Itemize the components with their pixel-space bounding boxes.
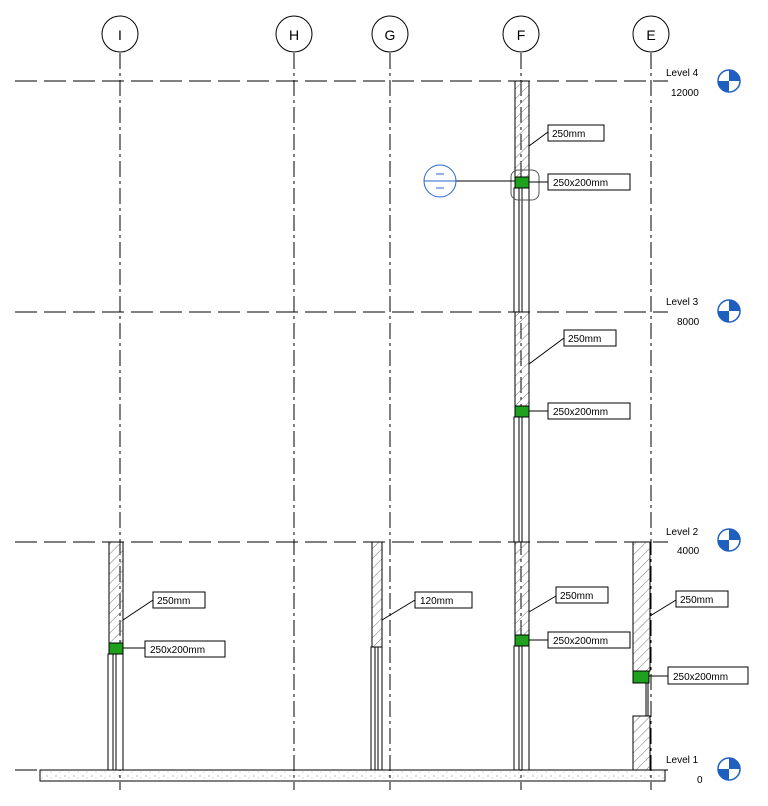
level-head-icon	[717, 69, 741, 93]
level-head-icon	[717, 528, 741, 552]
grid-bubble-f[interactable]: F	[502, 15, 540, 53]
svg-text:250x200mm: 250x200mm	[673, 672, 728, 683]
tag-f-l2-beam[interactable]: 250x200mm	[547, 631, 631, 649]
tag-e-beam[interactable]: 250x200mm	[667, 666, 749, 685]
level-4-head[interactable]: Level 4 12000	[666, 68, 741, 99]
grid-bubble-g[interactable]: G	[371, 15, 409, 53]
wall-f-level3-upper[interactable]	[514, 80, 530, 178]
wall-e-lower[interactable]	[632, 715, 651, 771]
beam-f-level3[interactable]	[514, 405, 530, 418]
svg-text:250mm: 250mm	[552, 129, 585, 140]
beam-f-level2[interactable]	[514, 634, 530, 647]
tag-i-wall[interactable]: 250mm	[152, 591, 206, 609]
tag-f-l4-beam[interactable]: 250x200mm	[547, 173, 631, 191]
grid-label-h: H	[289, 27, 299, 43]
level-3-elevation: 8000	[677, 317, 700, 328]
level-2-name: Level 2	[666, 527, 699, 538]
beam-i[interactable]	[108, 642, 124, 655]
tag-e-wall[interactable]: 250mm	[675, 590, 729, 608]
grid-bubble-h[interactable]: H	[275, 15, 313, 53]
section-mark-icon[interactable]	[423, 164, 457, 198]
tag-f-l3-beam[interactable]: 250x200mm	[547, 402, 631, 420]
tag-f-l2-wall[interactable]: 250mm	[555, 586, 609, 604]
level-4-elevation: 12000	[671, 88, 699, 99]
grid-bubble-e[interactable]: E	[632, 15, 670, 53]
tag-g-wall[interactable]: 120mm	[414, 591, 473, 609]
svg-text:250mm: 250mm	[568, 334, 601, 345]
selection-outline[interactable]	[510, 169, 540, 201]
wall-f-level1-upper[interactable]	[514, 541, 530, 636]
svg-text:250x200mm: 250x200mm	[553, 178, 608, 189]
tag-i-beam[interactable]: 250x200mm	[144, 640, 226, 658]
svg-text:250mm: 250mm	[157, 596, 190, 607]
level-1-elevation: 0	[697, 775, 703, 786]
level-3-head[interactable]: Level 3 8000	[666, 297, 741, 328]
svg-text:250x200mm: 250x200mm	[150, 645, 205, 656]
svg-text:250x200mm: 250x200mm	[553, 407, 608, 418]
tag-f-l3-wall[interactable]: 250mm	[563, 329, 617, 347]
wall-f-level2-upper[interactable]	[514, 311, 530, 407]
level-head-icon	[717, 299, 741, 323]
floor-slab[interactable]	[39, 769, 666, 782]
grid-bubble-i[interactable]: I	[101, 15, 139, 53]
level-1-head[interactable]: Level 1 0	[666, 755, 741, 786]
tag-f-l4-wall[interactable]: 250mm	[547, 124, 605, 142]
svg-text:250mm: 250mm	[680, 595, 713, 606]
wall-g[interactable]	[371, 541, 383, 648]
grid-label-i: I	[118, 27, 122, 43]
grid-label-e: E	[646, 27, 655, 43]
svg-text:120mm: 120mm	[420, 596, 453, 607]
svg-text:250x200mm: 250x200mm	[553, 636, 608, 647]
wall-i[interactable]	[108, 541, 124, 644]
svg-text:250mm: 250mm	[560, 591, 593, 602]
beam-e[interactable]	[632, 670, 650, 684]
level-2-elevation: 4000	[677, 546, 700, 557]
grid-label-g: G	[385, 27, 396, 43]
level-4-name: Level 4	[666, 68, 699, 79]
wall-e[interactable]	[632, 541, 651, 672]
level-head-icon	[717, 757, 741, 781]
level-1-name: Level 1	[666, 755, 699, 766]
level-3-name: Level 3	[666, 297, 699, 308]
level-2-head[interactable]: Level 2 4000	[666, 527, 741, 557]
beam-f-level4[interactable]	[514, 176, 530, 189]
column-g[interactable]	[370, 646, 383, 771]
grid-label-f: F	[517, 27, 526, 43]
